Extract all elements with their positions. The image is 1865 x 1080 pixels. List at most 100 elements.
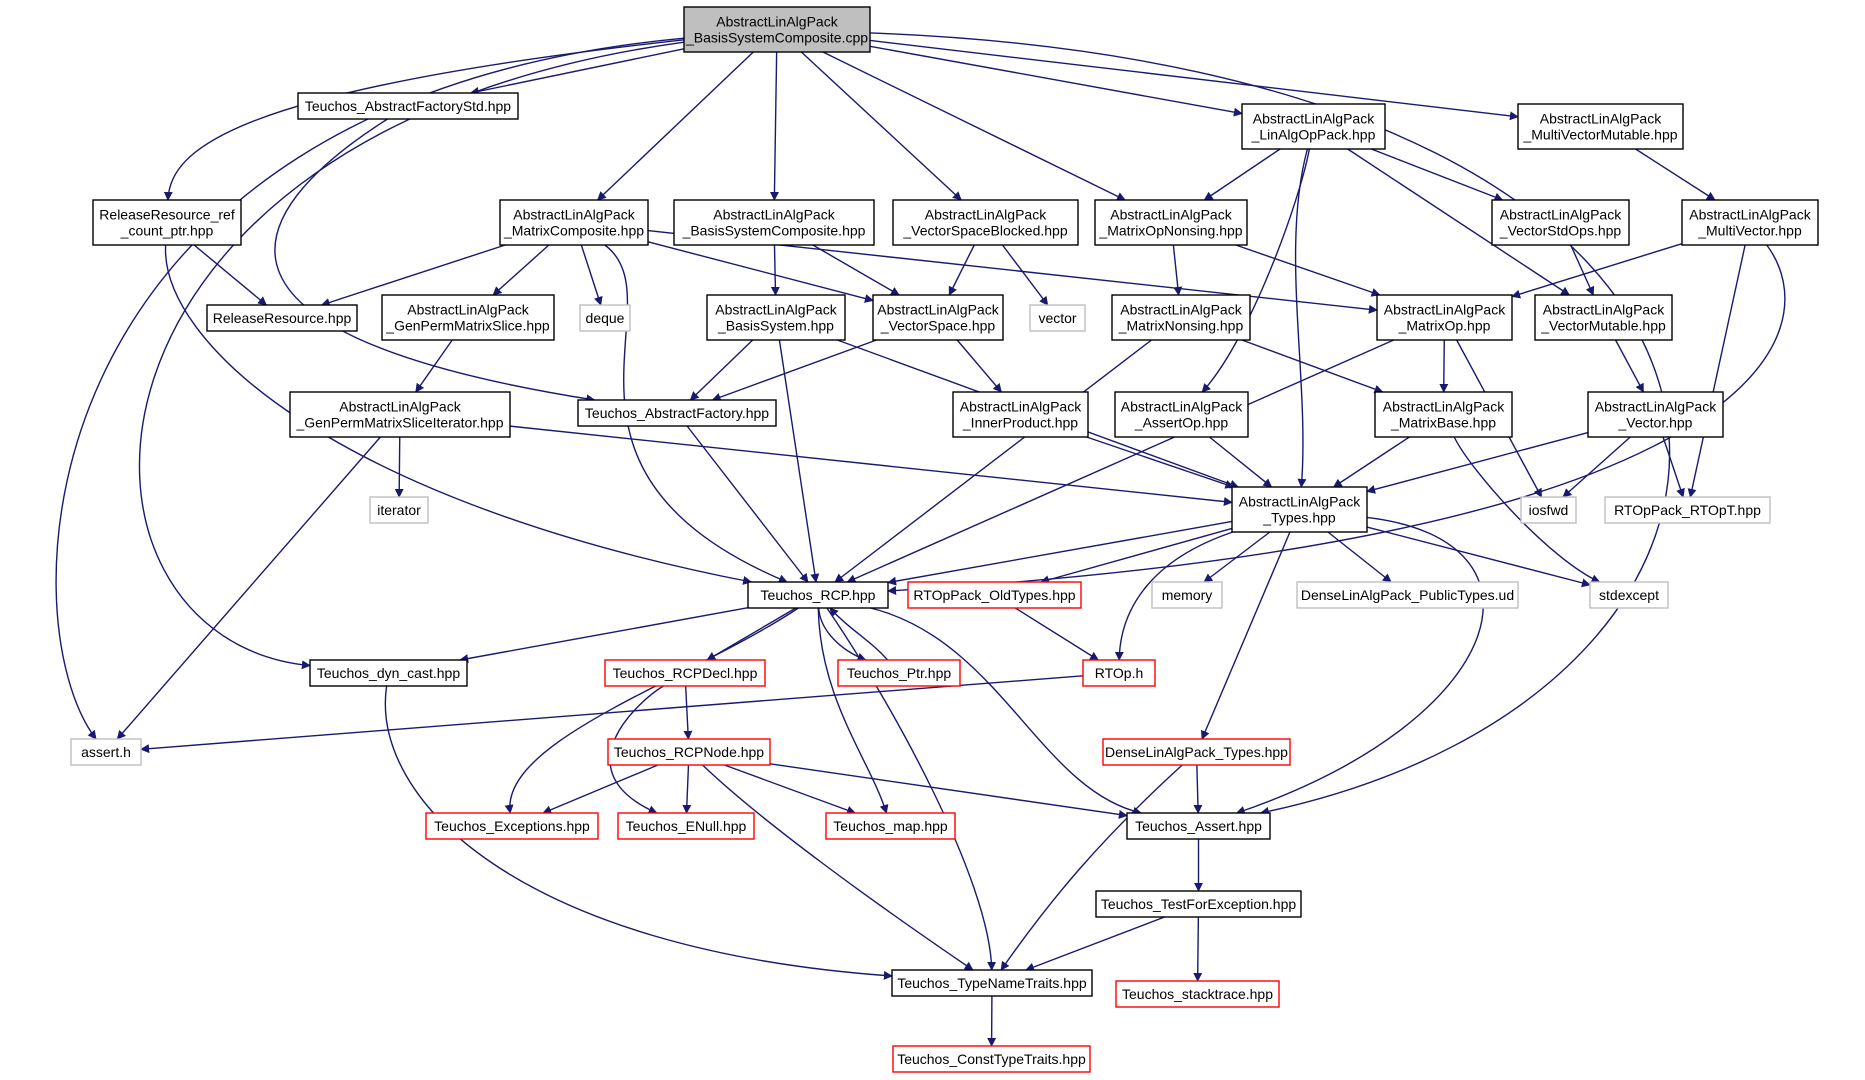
- node-vector[interactable]: vector: [1029, 304, 1086, 332]
- node-stdexcept[interactable]: stdexcept: [1589, 581, 1669, 609]
- node-vec[interactable]: AbstractLinAlgPack_Vector.hpp: [1587, 391, 1724, 438]
- node-label: iterator: [377, 502, 421, 518]
- node-label: _Vector.hpp: [1618, 415, 1693, 431]
- node-label: _MatrixComposite.hpp: [503, 223, 644, 239]
- node-box-relres: [206, 304, 358, 332]
- node-typename[interactable]: Teuchos_TypeNameTraits.hpp: [891, 969, 1093, 997]
- node-label: ReleaseResource_ref: [99, 207, 235, 223]
- edge-vspace-to-innprod: [956, 339, 1002, 393]
- node-label: AbstractLinAlgPack: [1689, 207, 1811, 223]
- node-enull[interactable]: Teuchos_ENull.hpp: [617, 812, 755, 840]
- node-label: Teuchos_stacktrace.hpp: [1122, 986, 1273, 1002]
- node-box-tfe: [1095, 890, 1302, 918]
- node-bsys[interactable]: AbstractLinAlgPack_BasisSystem.hpp: [706, 294, 846, 341]
- edge-bscomp-to-vspace: [812, 244, 900, 296]
- edges-layer: [55, 32, 1786, 1047]
- node-label: _MatrixOpNonsing.hpp: [1098, 223, 1242, 239]
- node-label: Teuchos_AbstractFactoryStd.hpp: [305, 98, 511, 114]
- node-types[interactable]: AbstractLinAlgPack_Types.hpp: [1231, 486, 1368, 533]
- node-matbase[interactable]: AbstractLinAlgPack_MatrixBase.hpp: [1374, 391, 1513, 438]
- edge-gpmsi-to-asserth: [116, 436, 381, 740]
- node-label: _GenPermMatrixSliceIterator.hpp: [296, 415, 504, 431]
- node-box-stdexcept: [1589, 581, 1669, 609]
- edge-gpmsi-to-types: [509, 425, 1233, 506]
- edge-linalgop-to-types: [1294, 148, 1309, 488]
- node-label: Teuchos_RCP.hpp: [761, 587, 876, 603]
- node-opnons[interactable]: AbstractLinAlgPack_MatrixOpNonsing.hpp: [1094, 199, 1248, 246]
- node-tafstd[interactable]: Teuchos_AbstractFactoryStd.hpp: [297, 92, 519, 120]
- node-rtoph[interactable]: RTOp.h: [1082, 659, 1156, 687]
- node-label: AbstractLinAlgPack: [1595, 399, 1717, 415]
- node-box-dlatypes: [1102, 738, 1291, 766]
- node-label: Teuchos_Exceptions.hpp: [434, 818, 590, 834]
- node-matop[interactable]: AbstractLinAlgPack_MatrixOp.hpp: [1376, 294, 1513, 341]
- node-rcp[interactable]: Teuchos_RCP.hpp: [747, 581, 889, 609]
- node-box-assertop: [1114, 391, 1249, 438]
- node-box-rtoph: [1082, 659, 1156, 687]
- edge-rtoph-to-asserth: [140, 675, 1084, 754]
- node-tassert[interactable]: Teuchos_Assert.hpp: [1126, 812, 1271, 840]
- node-vmut[interactable]: AbstractLinAlgPack_VectorMutable.hpp: [1534, 294, 1673, 341]
- node-stacktrace[interactable]: Teuchos_stacktrace.hpp: [1115, 980, 1280, 1008]
- node-box-asserth: [70, 738, 142, 766]
- node-deque[interactable]: deque: [579, 304, 631, 332]
- node-root[interactable]: AbstractLinAlgPack_BasisSystemComposite.…: [683, 6, 871, 53]
- node-ptr[interactable]: Teuchos_Ptr.hpp: [837, 659, 961, 687]
- node-iterator[interactable]: iterator: [369, 496, 429, 524]
- node-rcpnode[interactable]: Teuchos_RCPNode.hpp: [607, 738, 771, 766]
- node-vsblk[interactable]: AbstractLinAlgPack_VectorSpaceBlocked.hp…: [892, 199, 1079, 246]
- node-relres[interactable]: ReleaseResource.hpp: [206, 304, 358, 332]
- node-dlapub[interactable]: DenseLinAlgPack_PublicTypes.ud: [1296, 581, 1519, 609]
- edge-tfe-to-stacktrace: [1193, 916, 1203, 982]
- edge-rcpnode-to-typename: [702, 764, 974, 971]
- node-asserth[interactable]: assert.h: [70, 738, 142, 766]
- node-mvmut[interactable]: AbstractLinAlgPack_MultiVectorMutable.hp…: [1517, 103, 1684, 150]
- node-tfe[interactable]: Teuchos_TestForException.hpp: [1095, 890, 1302, 918]
- node-bscomp[interactable]: AbstractLinAlgPack_BasisSystemComposite.…: [673, 199, 875, 246]
- node-label: AbstractLinAlgPack: [713, 207, 835, 223]
- node-taf[interactable]: Teuchos_AbstractFactory.hpp: [577, 399, 777, 427]
- node-oldtypes[interactable]: RTOpPack_OldTypes.hpp: [907, 581, 1082, 609]
- node-iosfwd[interactable]: iosfwd: [1520, 496, 1577, 524]
- node-rtopt[interactable]: RTOpPack_RTOpT.hpp: [1604, 496, 1771, 524]
- node-box-enull: [617, 812, 755, 840]
- node-matcomp[interactable]: AbstractLinAlgPack_MatrixComposite.hpp: [499, 199, 649, 246]
- node-label: AbstractLinAlgPack: [1110, 207, 1232, 223]
- node-box-rtopt: [1604, 496, 1771, 524]
- node-dyncast[interactable]: Teuchos_dyn_cast.hpp: [309, 659, 468, 687]
- node-matnons[interactable]: AbstractLinAlgPack_MatrixNonsing.hpp: [1111, 294, 1251, 341]
- edge-mvmut-to-multivec: [1635, 148, 1716, 201]
- node-gpmsi[interactable]: AbstractLinAlgPack_GenPermMatrixSliceIte…: [289, 391, 511, 438]
- node-label: AbstractLinAlgPack: [925, 207, 1047, 223]
- node-label: AbstractLinAlgPack: [1500, 207, 1622, 223]
- node-assertop[interactable]: AbstractLinAlgPack_AssertOp.hpp: [1114, 391, 1249, 438]
- node-vstdops[interactable]: AbstractLinAlgPack_VectorStdOps.hpp: [1491, 199, 1630, 246]
- edge-root-to-opnons: [822, 51, 1126, 201]
- node-innprod[interactable]: AbstractLinAlgPack_InnerProduct.hpp: [952, 391, 1089, 438]
- node-linalgop[interactable]: AbstractLinAlgPack_LinAlgOpPack.hpp: [1241, 103, 1386, 150]
- edge-vec-to-types: [1366, 431, 1589, 494]
- node-dlatypes[interactable]: DenseLinAlgPack_Types.hpp: [1102, 738, 1291, 766]
- node-box-tafstd: [297, 92, 519, 120]
- edge-vec-to-iosfwd: [1562, 436, 1631, 498]
- node-consttype[interactable]: Teuchos_ConstTypeTraits.hpp: [892, 1045, 1091, 1073]
- edge-rcp-to-tassert: [870, 607, 1143, 816]
- node-map[interactable]: Teuchos_map.hpp: [825, 812, 956, 840]
- node-vspace[interactable]: AbstractLinAlgPack_VectorSpace.hpp: [872, 294, 1004, 341]
- node-box-mvmut: [1517, 103, 1684, 150]
- node-rcpdecl[interactable]: Teuchos_RCPDecl.hpp: [604, 659, 766, 687]
- node-label: AbstractLinAlgPack: [407, 302, 529, 318]
- node-gpms[interactable]: AbstractLinAlgPack_GenPermMatrixSlice.hp…: [381, 294, 555, 341]
- edge-vsblk-to-vspace: [948, 244, 975, 296]
- node-memory[interactable]: memory: [1151, 581, 1223, 609]
- node-multivec[interactable]: AbstractLinAlgPack_MultiVector.hpp: [1681, 199, 1819, 246]
- node-box-iosfwd: [1520, 496, 1577, 524]
- node-box-opnons: [1094, 199, 1248, 246]
- edge-types-to-stdexcept: [1366, 526, 1591, 588]
- node-label: _GenPermMatrixSlice.hpp: [385, 318, 550, 334]
- node-exceptions[interactable]: Teuchos_Exceptions.hpp: [425, 812, 599, 840]
- edge-ptr-to-rcp: [829, 607, 889, 661]
- node-relref[interactable]: ReleaseResource_ref_count_ptr.hpp: [92, 199, 242, 246]
- node-label: RTOpPack_RTOpT.hpp: [1614, 502, 1761, 518]
